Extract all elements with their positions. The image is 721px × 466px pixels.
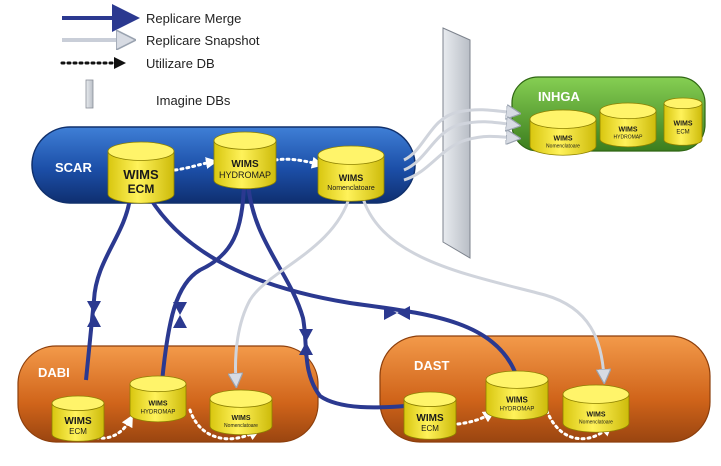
dabi-label: DABI bbox=[38, 365, 70, 380]
db-dast-hydromap: WIMS HYDROMAP bbox=[485, 370, 549, 421]
snapshot-scar-nom-dast-nom bbox=[360, 194, 604, 378]
snapshot-scar-nom-dabi-nom bbox=[236, 194, 352, 382]
usage-dabi-hydromap-nom bbox=[188, 408, 261, 441]
legend-image-label: Imagine DBs bbox=[156, 93, 231, 108]
db-schema-label: HYDROMAP bbox=[141, 409, 176, 415]
db-name-label: WIMS bbox=[339, 173, 364, 183]
legend-usage-label: Utilizare DB bbox=[146, 56, 215, 71]
db-inhga-ecm: WIMS ECM bbox=[663, 97, 703, 146]
merge-arrowheads bbox=[87, 301, 410, 355]
snapshot-to-inhga-arrows bbox=[403, 110, 515, 182]
db-name-label: WIMS bbox=[673, 120, 692, 127]
db-name-label: WIMS bbox=[506, 396, 528, 405]
dast-label: DAST bbox=[414, 358, 449, 373]
merge-scar-ecm-dabi-ecm bbox=[84, 197, 132, 381]
db-name-label: WIMS bbox=[416, 413, 444, 424]
usage-scar-hydromap-nom bbox=[273, 156, 324, 169]
db-name-label: WIMS bbox=[148, 400, 167, 407]
legend-snapshot-label: Replicare Snapshot bbox=[146, 33, 260, 48]
db-schema-label: HYDROMAP bbox=[219, 170, 271, 180]
db-schema-label: HYDROMAP bbox=[614, 135, 644, 141]
db-dabi-hydromap: WIMS HYDROMAP bbox=[129, 375, 187, 423]
merge-scar-ecm-dast-hydromap bbox=[148, 196, 517, 373]
db-name-label: WIMS bbox=[64, 416, 92, 427]
db-schema-label: ECM bbox=[69, 427, 87, 436]
inhga-label: INHGA bbox=[538, 89, 581, 104]
db-schema-label: Nomenclatoare bbox=[579, 420, 613, 426]
scar-label: SCAR bbox=[55, 160, 92, 175]
snapshot-links bbox=[236, 194, 604, 382]
legend-image-swatch bbox=[85, 79, 94, 109]
db-schema-label: ECM bbox=[421, 424, 439, 433]
db-schema-label: Nomenclatoare bbox=[224, 423, 258, 429]
legend: Replicare Merge Replicare Snapshot Utili… bbox=[60, 4, 260, 109]
db-scar-nomenclatoare: WIMS Nomenclatoare bbox=[317, 145, 385, 202]
merge-scar-hydromap-dabi-hydromap bbox=[160, 181, 246, 383]
usage-dast-hydromap-nom bbox=[543, 403, 613, 441]
db-name-label: WIMS bbox=[123, 167, 159, 182]
db-schema-label: ECM bbox=[128, 182, 155, 196]
db-name-label: WIMS bbox=[618, 127, 637, 134]
db-name-label: WIMS bbox=[586, 412, 605, 419]
db-name-label: WIMS bbox=[231, 159, 259, 170]
db-schema-label: HYDROMAP bbox=[500, 407, 535, 413]
db-name-label: WIMS bbox=[231, 415, 250, 422]
db-name-label: WIMS bbox=[553, 136, 572, 143]
legend-merge-label: Replicare Merge bbox=[146, 11, 241, 26]
db-schema-label: ECM bbox=[676, 129, 689, 135]
db-schema-label: Nomenclatoare bbox=[546, 144, 580, 150]
usage-scar-ecm-hydromap bbox=[173, 157, 218, 172]
db-schema-label: Nomenclatoare bbox=[327, 185, 375, 192]
